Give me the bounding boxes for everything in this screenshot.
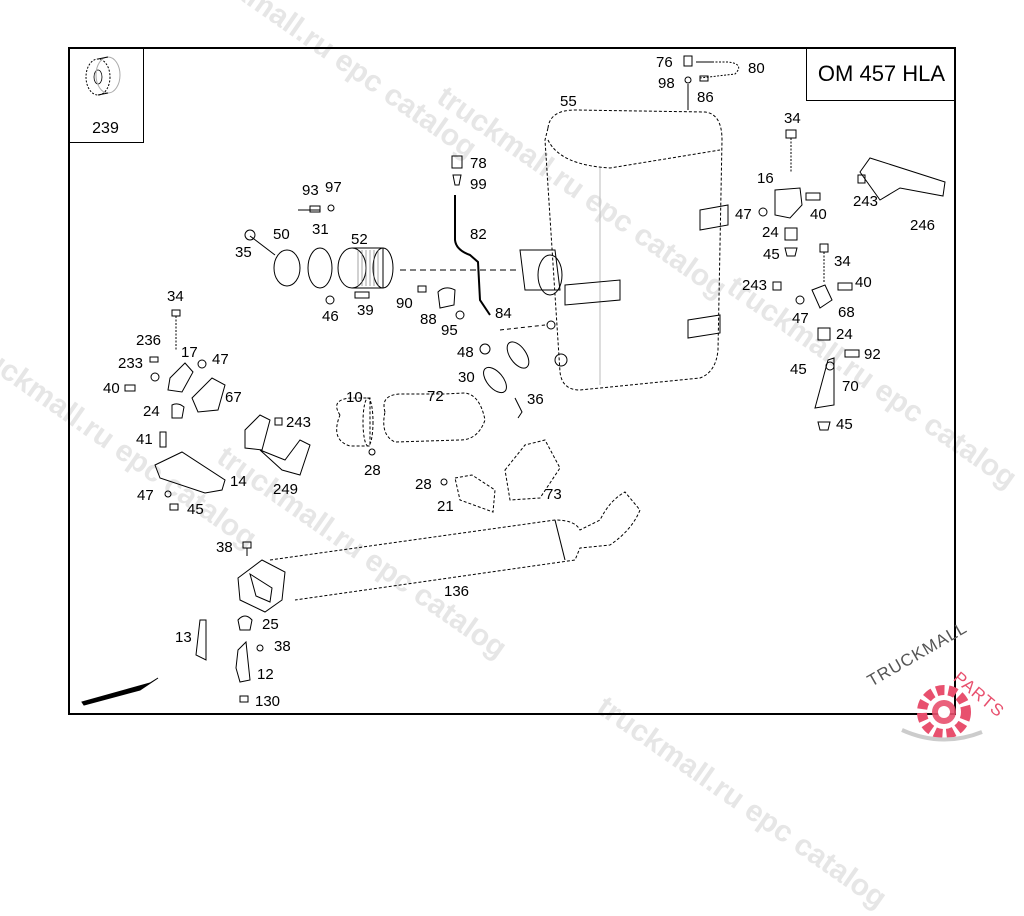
inset-part-239[interactable]: 239 <box>68 47 144 143</box>
callout-34[interactable]: 34 <box>167 288 184 305</box>
callout-36[interactable]: 36 <box>527 391 544 408</box>
callout-47[interactable]: 47 <box>792 310 809 327</box>
callout-246[interactable]: 246 <box>910 217 936 234</box>
callout-40[interactable]: 40 <box>855 274 872 291</box>
flange-assembly <box>244 204 394 305</box>
callout-50[interactable]: 50 <box>273 226 290 243</box>
callout-34[interactable]: 34 <box>834 253 851 270</box>
callout-28[interactable]: 28 <box>415 476 432 493</box>
inset-part-number: 239 <box>92 120 119 137</box>
callout-24[interactable]: 24 <box>762 224 779 241</box>
silencer-body <box>519 109 729 391</box>
truckmall-parts-logo: TRUCKMALL PARTS <box>862 618 1024 750</box>
callout-45[interactable]: 45 <box>187 501 204 518</box>
callout-95[interactable]: 95 <box>441 322 458 339</box>
callout-40[interactable]: 40 <box>103 380 120 397</box>
callout-40[interactable]: 40 <box>810 206 827 223</box>
callout-45[interactable]: 45 <box>836 416 853 433</box>
callout-35[interactable]: 35 <box>235 244 252 261</box>
callout-39[interactable]: 39 <box>357 302 374 319</box>
callout-13[interactable]: 13 <box>175 629 192 646</box>
callout-90[interactable]: 90 <box>396 295 413 312</box>
callout-16[interactable]: 16 <box>757 170 774 187</box>
callout-73[interactable]: 73 <box>545 486 562 503</box>
callout-24[interactable]: 24 <box>836 326 853 343</box>
callout-21[interactable]: 21 <box>437 498 454 515</box>
diagram-frame <box>68 47 956 715</box>
callout-236[interactable]: 236 <box>136 332 162 349</box>
bracket-parts-lower-left <box>81 541 264 706</box>
callout-14[interactable]: 14 <box>230 473 247 490</box>
right-mount-parts <box>758 129 946 431</box>
callout-47[interactable]: 47 <box>212 351 229 368</box>
left-mount-parts <box>124 309 311 511</box>
callout-82[interactable]: 82 <box>470 226 487 243</box>
callout-70[interactable]: 70 <box>842 378 859 395</box>
callout-80[interactable]: 80 <box>748 60 765 77</box>
callout-99[interactable]: 99 <box>470 176 487 193</box>
callout-28[interactable]: 28 <box>364 462 381 479</box>
clamp-88 <box>417 285 530 419</box>
callout-38[interactable]: 38 <box>274 638 291 655</box>
callout-45[interactable]: 45 <box>763 246 780 263</box>
callout-12[interactable]: 12 <box>257 666 274 683</box>
callout-72[interactable]: 72 <box>427 388 444 405</box>
callout-10[interactable]: 10 <box>346 389 363 406</box>
callout-47[interactable]: 47 <box>735 206 752 223</box>
callout-55[interactable]: 55 <box>560 93 577 110</box>
callout-136[interactable]: 136 <box>444 583 470 600</box>
callout-46[interactable]: 46 <box>322 308 339 325</box>
callout-76[interactable]: 76 <box>656 54 673 71</box>
callout-68[interactable]: 68 <box>838 304 855 321</box>
callout-93[interactable]: 93 <box>302 182 319 199</box>
callout-249[interactable]: 249 <box>273 481 299 498</box>
callout-86[interactable]: 86 <box>697 89 714 106</box>
callout-130[interactable]: 130 <box>255 693 281 710</box>
callout-38[interactable]: 38 <box>216 539 233 556</box>
callout-78[interactable]: 78 <box>470 155 487 172</box>
pipe-82 <box>400 155 546 331</box>
callout-88[interactable]: 88 <box>420 311 437 328</box>
callout-243[interactable]: 243 <box>742 277 768 294</box>
callout-98[interactable]: 98 <box>658 75 675 92</box>
callout-47[interactable]: 47 <box>137 487 154 504</box>
sensor-line-80 <box>683 55 740 110</box>
callout-84[interactable]: 84 <box>495 305 512 322</box>
callout-17[interactable]: 17 <box>181 344 198 361</box>
callout-41[interactable]: 41 <box>136 431 153 448</box>
callout-45[interactable]: 45 <box>790 361 807 378</box>
callout-48[interactable]: 48 <box>457 344 474 361</box>
callout-52[interactable]: 52 <box>351 231 368 248</box>
pipe-sections <box>336 392 561 513</box>
callout-24[interactable]: 24 <box>143 403 160 420</box>
callout-31[interactable]: 31 <box>312 221 329 238</box>
exploded-parts-drawing <box>81 55 946 706</box>
gear-icon <box>901 685 983 742</box>
callout-243[interactable]: 243 <box>286 414 312 431</box>
pipe-136 <box>237 491 641 613</box>
callout-34[interactable]: 34 <box>784 110 801 127</box>
callout-67[interactable]: 67 <box>225 389 242 406</box>
callout-30[interactable]: 30 <box>458 369 475 386</box>
callout-243[interactable]: 243 <box>853 193 879 210</box>
callout-92[interactable]: 92 <box>864 346 881 363</box>
callout-97[interactable]: 97 <box>325 179 342 196</box>
callout-233[interactable]: 233 <box>118 355 144 372</box>
callout-25[interactable]: 25 <box>262 616 279 633</box>
model-title: OM 457 HLA <box>806 47 956 101</box>
pulley-icon <box>85 56 121 96</box>
